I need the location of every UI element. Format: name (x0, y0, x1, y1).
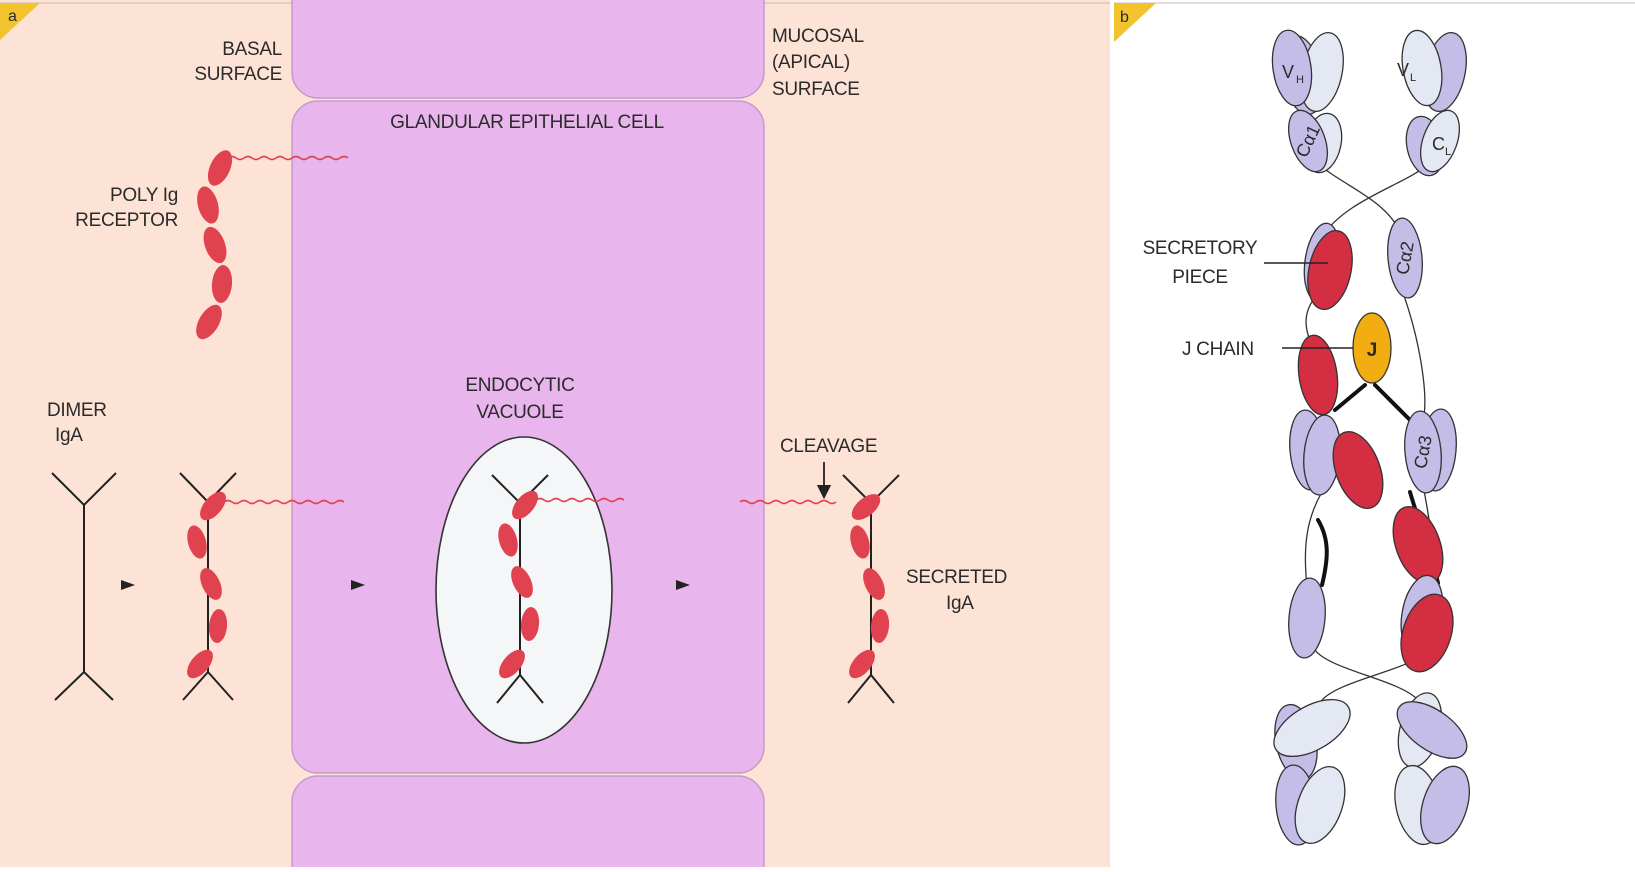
vl-label: V (1397, 60, 1409, 80)
mucosal-surface-label-3: SURFACE (772, 79, 860, 100)
svg-text:b: b (1120, 9, 1129, 26)
secretory-piece-label: SECRETORY (1143, 238, 1258, 259)
panel-a: a BASAL SURFACE MUCOSAL (APICAL) SURFACE… (0, 0, 1110, 867)
secreted-iga-label-2: IgA (946, 593, 974, 614)
vh-label-sub: H (1296, 74, 1304, 86)
endocytic-vacuole-label-2: VACUOLE (476, 402, 563, 423)
mucosal-surface-label-2: (APICAL) (772, 52, 850, 73)
secretory-piece-label-2: PIECE (1172, 267, 1228, 288)
dimer-iga-label-2: IgA (55, 425, 83, 446)
poly-ig-receptor-label: POLY Ig (110, 185, 178, 206)
panel-divider (1110, 0, 1114, 867)
basal-surface-label-2: SURFACE (194, 64, 282, 85)
upper-cell (292, 0, 764, 98)
j-chain-symbol: J (1367, 340, 1378, 361)
panel-b-background (1114, 0, 1635, 867)
j-chain-label: J CHAIN (1182, 339, 1254, 360)
cl-label-sub: L (1445, 146, 1451, 158)
dimer-iga-label: DIMER (47, 400, 107, 421)
vl-label-sub: L (1410, 72, 1416, 84)
lower-cell (292, 776, 764, 867)
basal-surface-label: BASAL (222, 39, 282, 60)
cleavage-label: CLEAVAGE (780, 436, 877, 457)
mucosal-surface-label: MUCOSAL (772, 26, 864, 47)
secreted-iga-label: SECRETED (906, 567, 1007, 588)
panel-b: b (1114, 0, 1635, 867)
poly-ig-receptor-label-2: RECEPTOR (75, 210, 178, 231)
endocytic-vacuole-label: ENDOCYTIC (465, 375, 574, 396)
cell-label: GLANDULAR EPITHELIAL CELL (390, 112, 664, 133)
cl-label: C (1432, 134, 1445, 154)
svg-text:a: a (8, 8, 17, 25)
vh-label: V (1282, 62, 1294, 82)
